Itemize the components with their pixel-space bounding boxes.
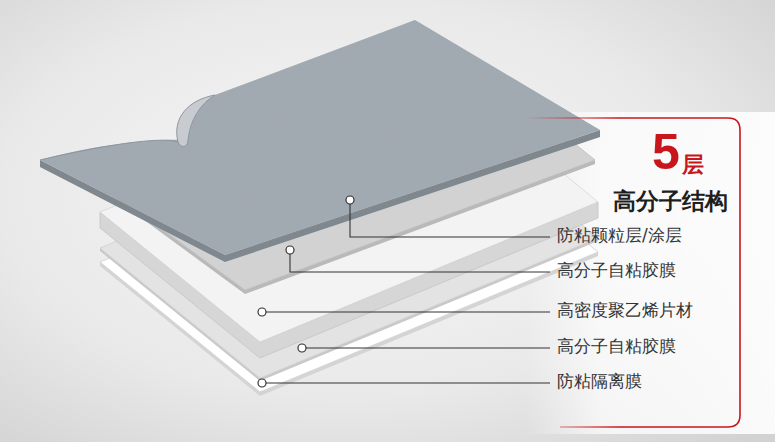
leader-line	[306, 347, 550, 348]
leader-dots	[258, 196, 354, 387]
layer-label: 高分子自粘胶膜	[557, 337, 676, 357]
layer-label: 高分子自粘胶膜	[557, 261, 676, 281]
layer-label-holder: 高分子自粘胶膜	[557, 337, 676, 357]
layer-count-unit-holder: 层	[682, 152, 704, 177]
layer-label-holder: 高密度聚乙烯片材	[557, 301, 693, 321]
layer-count-number: 5	[652, 124, 680, 182]
layer-count-number-holder: 5	[652, 124, 680, 182]
granular-sheet	[40, 20, 600, 255]
leader-line	[266, 382, 550, 383]
leader-dot	[286, 246, 294, 254]
layer-label-holder: 高分子自粘胶膜	[557, 261, 676, 281]
leader-line	[290, 254, 550, 272]
curl-edge	[40, 140, 178, 160]
leader-lines	[266, 204, 550, 383]
layer-label-holder: 防粘颗粒层/涂层	[557, 226, 682, 246]
structure-heading-holder: 高分子结构	[613, 188, 728, 214]
layer-label-holder: 防粘隔离膜	[557, 372, 642, 392]
layer-label: 防粘隔离膜	[557, 372, 642, 392]
leader-dot	[298, 344, 306, 352]
leader-dot	[258, 308, 266, 316]
leader-line	[266, 311, 550, 312]
layer-count-unit: 层	[682, 152, 704, 177]
leader-dot	[258, 379, 266, 387]
red-bracket	[528, 118, 740, 427]
layer-label: 高密度聚乙烯片材	[557, 301, 693, 321]
leader-line	[350, 204, 550, 237]
leader-dot	[346, 196, 354, 204]
sheet-curl	[177, 95, 215, 146]
structure-heading: 高分子结构	[613, 188, 728, 214]
layer-label: 防粘颗粒层/涂层	[557, 226, 682, 246]
